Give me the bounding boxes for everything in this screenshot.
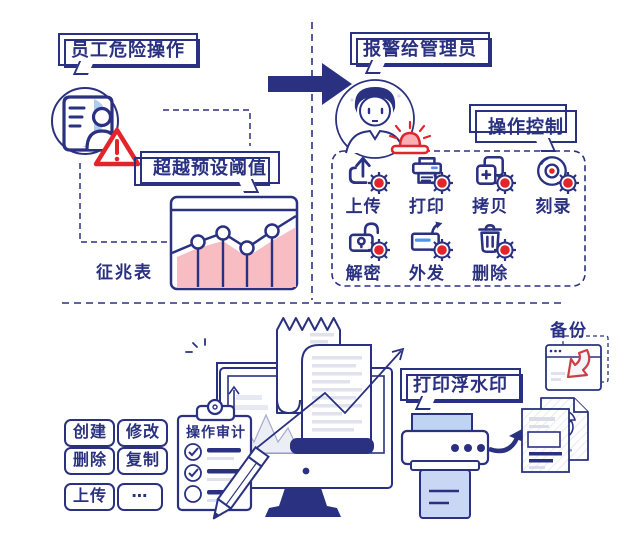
- control-print-label: 打印: [408, 196, 445, 216]
- blocked-badge-icon: [367, 171, 390, 194]
- alarm-icon: [388, 120, 432, 155]
- control-burn-label: 刻录: [535, 196, 572, 216]
- copy-icon: [472, 153, 517, 194]
- burn-icon: [535, 153, 580, 194]
- send-out-icon: [409, 220, 453, 261]
- print-output-arrow: [488, 428, 526, 454]
- pencil-icon: [212, 445, 270, 520]
- section-dividers: [62, 22, 563, 304]
- tag-copy: 复制: [117, 447, 168, 476]
- control-delete: 删除: [459, 219, 522, 287]
- tag-more: ⋯: [117, 483, 163, 512]
- backup-icon: [545, 335, 609, 391]
- bubble-alert-admin-label: 报警给管理员: [363, 39, 477, 59]
- control-copy: 拷贝: [459, 151, 522, 219]
- blocked-badge-icon: [557, 171, 580, 194]
- flow-arrow-icon: [268, 63, 352, 105]
- audit-clipboard-title: 操作审计: [186, 424, 246, 440]
- control-send-out-label: 外发: [408, 264, 445, 283]
- bubble-employee-risk: 员工危险操作: [58, 33, 200, 68]
- watermark-documents: [521, 397, 589, 473]
- unlock-icon: [346, 220, 390, 261]
- print-icon: [409, 153, 453, 194]
- tag-delete: 删除: [64, 447, 115, 476]
- control-send-out: 外发: [395, 219, 458, 287]
- bubble-threshold: 超越预设阈值: [134, 151, 280, 186]
- upload-icon: [346, 153, 390, 194]
- threshold-chart-caption: 征兆表: [96, 263, 153, 282]
- bubble-print-watermark: 打印浮水印: [400, 368, 523, 403]
- bubble-employee-risk-label: 员工危险操作: [71, 40, 185, 60]
- bubble-threshold-label: 超越预设阈值: [153, 158, 267, 178]
- threshold-chart: [169, 195, 299, 291]
- control-copy-label: 拷贝: [472, 196, 509, 216]
- warning-triangle-icon: [93, 127, 141, 167]
- tag-modify: 修改: [117, 419, 168, 448]
- control-upload: 上传: [332, 151, 395, 219]
- operation-control-grid: 上传: [332, 151, 585, 286]
- blocked-badge-icon: [494, 239, 517, 261]
- bubble-print-watermark-label: 打印浮水印: [413, 375, 508, 395]
- control-delete-label: 删除: [472, 264, 509, 283]
- bubble-alert-admin: 报警给管理员: [350, 32, 492, 67]
- control-decrypt: 解密: [332, 219, 395, 287]
- control-box-border: [331, 150, 586, 287]
- delete-icon: [472, 220, 517, 261]
- bubble-operation-control: 操作控制: [469, 104, 577, 143]
- backup-caption: 备份: [550, 321, 588, 340]
- risk-connectors: [79, 109, 251, 243]
- control-upload-label: 上传: [345, 196, 382, 216]
- blocked-badge-icon: [430, 171, 453, 194]
- sparkle-icon: [185, 338, 206, 353]
- control-decrypt-label: 解密: [345, 264, 382, 283]
- bubble-operation-control-label: 操作控制: [488, 117, 564, 137]
- tag-create: 创建: [64, 419, 115, 448]
- control-print: 打印: [395, 151, 458, 219]
- blocked-badge-icon: [367, 239, 390, 261]
- trend-arrow: [237, 347, 405, 464]
- blocked-badge-icon: [430, 239, 453, 261]
- blocked-badge-icon: [494, 171, 517, 194]
- control-burn: 刻录: [522, 151, 585, 219]
- printer-illustration: [400, 413, 490, 519]
- tag-upload: 上传: [64, 483, 115, 512]
- receipt-papers: [276, 317, 374, 454]
